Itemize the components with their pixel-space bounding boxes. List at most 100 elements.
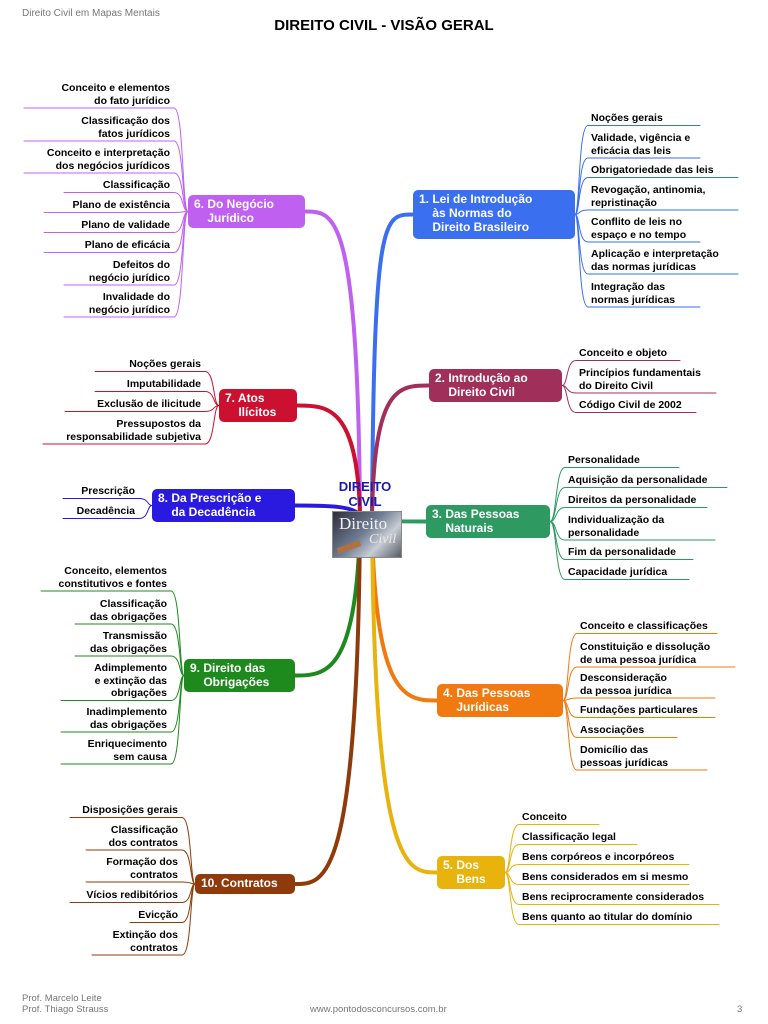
b5-leaf-label[interactable]: Classificação legal <box>522 831 616 843</box>
b6-leaf-connector <box>173 211 189 286</box>
b1-leaf-connector <box>574 214 589 308</box>
b7-leaf-label[interactable]: Imputabilidade <box>126 378 201 390</box>
b3-leaf-label[interactable]: Aquisição da personalidade <box>568 474 708 486</box>
b7-leaf-label[interactable]: Noções gerais <box>129 358 201 370</box>
page-title: DIREITO CIVIL - VISÃO GERAL <box>274 17 494 34</box>
b4-leaf-label[interactable]: Constituição e dissolução de uma pessoa … <box>580 641 711 666</box>
b6-leaf-label[interactable]: Plano de eficácia <box>84 239 170 251</box>
b7-leaf-connector <box>204 371 220 406</box>
footer-page-number: 3 <box>737 1004 743 1015</box>
b1-leaf-label[interactable]: Aplicação e interpretação das normas jur… <box>591 248 719 273</box>
b6-leaf-label[interactable]: Classificação dos fatos jurídicos <box>81 115 170 140</box>
b8-leaf-label[interactable]: Prescrição <box>81 485 135 497</box>
b6-leaf-label[interactable]: Invalidade do negócio jurídico <box>88 291 170 316</box>
b10-leaf-label[interactable]: Formação dos contratos <box>106 856 178 881</box>
b9-leaf-label[interactable]: Adimplemento e extinção das obrigações <box>94 662 167 699</box>
branch-node-6[interactable]: 6. Do Negócio Jurídico <box>188 195 305 228</box>
b3-leaf-label[interactable]: Fim da personalidade <box>568 546 676 558</box>
b9-leaf-connector <box>170 655 185 676</box>
b6-leaf-label[interactable]: Plano de existência <box>72 199 170 211</box>
b8-leaf-connector <box>138 505 153 519</box>
b4-leaf-connector <box>562 666 578 701</box>
b7-leaf-label[interactable]: Exclusão de ilicitude <box>97 398 201 410</box>
b2-leaf-label[interactable]: Conceito e objeto <box>579 347 668 359</box>
b5-leaf-label[interactable]: Bens reciprocramente considerados <box>522 891 705 903</box>
b5-leaf-label[interactable]: Bens considerados em si mesmo <box>522 871 689 883</box>
b6-leaf-label[interactable]: Classificação <box>102 179 170 191</box>
b3-leaf-connector <box>549 521 566 560</box>
b9-leaf-label[interactable]: Transmissão das obrigações <box>89 630 167 655</box>
footer-author-2: Prof. Thiago Strauss <box>22 1004 109 1015</box>
b6-leaf-label[interactable]: Defeitos do negócio jurídico <box>88 259 170 284</box>
b6-leaf-label[interactable]: Conceito e interpretação dos negócios ju… <box>46 147 170 172</box>
b2-leaf-connector <box>561 360 577 386</box>
branch-node-10[interactable]: 10. Contratos <box>195 874 295 894</box>
b2-leaf-label[interactable]: Princípios fundamentais do Direito Civil <box>579 367 701 392</box>
branch-node-9[interactable]: 9. Direito das Obrigações <box>184 659 295 692</box>
b9-leaf-label[interactable]: Classificação das obrigações <box>89 598 167 623</box>
footer-author-1: Prof. Marcelo Leite <box>22 993 102 1004</box>
b6-leaf-connector <box>173 211 189 318</box>
logo-word-1: Direito <box>339 514 388 533</box>
b10-leaf-connector <box>181 849 196 885</box>
branch-node-5[interactable]: 5. Dos Bens <box>437 856 505 889</box>
b2-leaf-label[interactable]: Código Civil de 2002 <box>579 399 682 411</box>
b3-leaf-connector <box>549 521 566 580</box>
header-left-text: Direito Civil em Mapas Mentais <box>22 8 160 19</box>
b9-leaf-label[interactable]: Enriquecimento sem causa <box>87 738 167 763</box>
branch-node-2[interactable]: 2. Introdução ao Direito Civil <box>429 369 562 402</box>
branch-node-4[interactable]: 4. Das Pessoas Jurídicas <box>437 684 563 717</box>
branch-node-1[interactable]: 1. Lei de Introdução às Normas do Direit… <box>413 190 575 239</box>
b10-leaf-label[interactable]: Extinção dos contratos <box>112 929 178 954</box>
gavel-icon <box>336 540 362 554</box>
connector-b7 <box>295 403 362 519</box>
b1-leaf-label[interactable]: Revogação, antinomia, repristinação <box>591 184 706 209</box>
logo-word-2: Civil <box>369 532 397 547</box>
b4-leaf-label[interactable]: Domicílio das pessoas jurídicas <box>580 744 669 769</box>
b9-leaf-label[interactable]: Inadimplemento das obrigações <box>86 706 167 731</box>
connector-b5 <box>370 515 439 875</box>
branch-node-3[interactable]: 3. Das Pessoas Naturais <box>426 505 550 538</box>
b10-leaf-label[interactable]: Disposições gerais <box>82 804 178 816</box>
b4-leaf-label[interactable]: Associações <box>580 724 645 736</box>
b6-leaf-connector <box>173 172 189 212</box>
b4-leaf-label[interactable]: Desconsideração da pessoa jurídica <box>580 672 672 697</box>
b3-leaf-connector <box>549 467 566 522</box>
b3-leaf-label[interactable]: Individualização da personalidade <box>568 514 665 539</box>
b4-leaf-label[interactable]: Fundações particulares <box>580 704 698 716</box>
b10-leaf-label[interactable]: Classificação dos contratos <box>108 824 178 849</box>
b6-leaf-label[interactable]: Plano de validade <box>81 219 170 231</box>
branch-node-7[interactable]: 7. Atos Ilícitos <box>219 389 297 422</box>
b9-leaf-connector <box>170 623 185 676</box>
b6-leaf-connector <box>173 192 189 212</box>
b5-leaf-connector <box>504 844 520 873</box>
b8-leaf-label[interactable]: Decadência <box>76 505 135 517</box>
b6-leaf-label[interactable]: Conceito e elementos do fato jurídico <box>61 82 170 107</box>
b1-leaf-label[interactable]: Validade, vigência e eficácia das leis <box>591 132 691 157</box>
b10-leaf-connector <box>181 883 196 956</box>
b9-leaf-connector <box>170 675 185 765</box>
b1-leaf-label[interactable]: Noções gerais <box>591 112 663 124</box>
b3-leaf-label[interactable]: Direitos da personalidade <box>568 494 697 506</box>
b1-leaf-label[interactable]: Integração das normas jurídicas <box>591 281 676 306</box>
b1-leaf-label[interactable]: Conflito de leis no espaço e no tempo <box>591 216 687 241</box>
connector-b2 <box>370 383 431 519</box>
connector-b10 <box>293 515 362 886</box>
connector-b6 <box>303 209 362 519</box>
b4-leaf-connector <box>562 700 578 771</box>
b1-leaf-connector <box>574 177 589 215</box>
b10-leaf-label[interactable]: Vícios redibitórios <box>86 889 178 901</box>
b1-leaf-label[interactable]: Obrigatoriedade das leis <box>591 164 714 176</box>
footer-site-link[interactable]: www.pontodosconcursos.com.br <box>310 1004 447 1015</box>
b5-leaf-label[interactable]: Bens corpóreos e incorpóreos <box>522 851 675 863</box>
b5-leaf-label[interactable]: Bens quanto ao titular do domínio <box>522 911 693 923</box>
branch-node-8[interactable]: 8. Da Prescrição e da Decadência <box>152 489 295 522</box>
b4-leaf-label[interactable]: Conceito e classificações <box>580 620 708 632</box>
b9-leaf-connector <box>170 590 185 676</box>
b5-leaf-label[interactable]: Conceito <box>522 811 567 823</box>
b9-leaf-label[interactable]: Conceito, elementos constitutivos e font… <box>58 565 167 590</box>
b10-leaf-label[interactable]: Evicção <box>138 909 178 921</box>
b7-leaf-label[interactable]: Pressupostos da responsabilidade subjeti… <box>66 418 201 443</box>
b3-leaf-label[interactable]: Capacidade jurídica <box>568 566 668 578</box>
b3-leaf-label[interactable]: Personalidade <box>568 454 640 466</box>
